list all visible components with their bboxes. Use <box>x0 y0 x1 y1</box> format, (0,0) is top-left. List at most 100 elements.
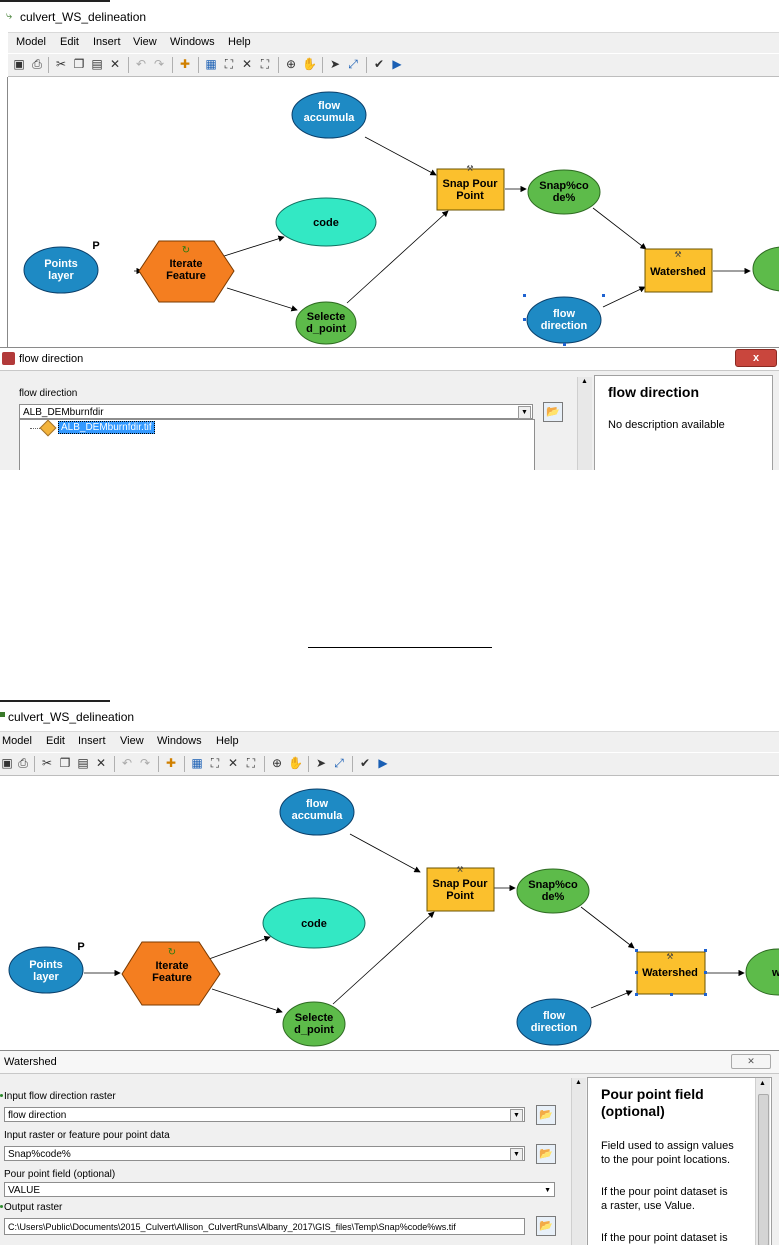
menu-windows[interactable]: Windows <box>157 735 202 747</box>
pan-icon[interactable]: ✋ <box>302 57 317 71</box>
node-selected-point[interactable]: Selecte d_point <box>282 1001 346 1047</box>
browse-folder-button[interactable]: 📂 <box>543 402 563 422</box>
selection-handle[interactable] <box>704 949 707 952</box>
menu-help[interactable]: Help <box>228 36 251 48</box>
redo-icon[interactable]: ↷ <box>153 57 165 71</box>
dropdown-arrow-icon[interactable]: ▼ <box>510 1109 523 1122</box>
node-watershed[interactable]: ⚒ Watershed <box>635 949 707 996</box>
node-snap-code[interactable]: Snap%co de% <box>516 868 590 914</box>
menu-insert[interactable]: Insert <box>93 36 121 48</box>
node-output-partial[interactable]: w <box>745 948 779 996</box>
delete-icon[interactable]: ✕ <box>109 57 121 71</box>
undo-icon[interactable]: ↶ <box>135 57 147 71</box>
scroll-up-arrow-icon[interactable]: ▲ <box>575 1079 582 1086</box>
menu-edit[interactable]: Edit <box>46 735 65 747</box>
cut-icon[interactable]: ✂ <box>41 756 53 770</box>
node-snap-pour-point[interactable]: ⚒ Snap Pour Point <box>426 865 495 912</box>
selection-handle[interactable] <box>670 993 673 996</box>
full-extent-icon[interactable]: ⛶ <box>224 57 234 71</box>
copy-icon[interactable]: ❐ <box>73 57 85 71</box>
save-icon[interactable]: ▣ <box>1 756 13 770</box>
node-code[interactable]: code <box>262 897 366 949</box>
selection-handle[interactable] <box>523 294 526 297</box>
dropdown-list[interactable]: ALB_DEMburnfdir.tif <box>19 419 535 470</box>
auto-layout-icon[interactable]: ▦ <box>205 57 217 71</box>
node-iterate-feature[interactable]: ↻ Iterate Feature <box>138 240 235 303</box>
fixed-zoom-in-icon[interactable]: ✕ <box>227 756 239 770</box>
close-button[interactable]: x <box>735 349 777 367</box>
connect-icon[interactable]: ⤢ <box>348 57 358 71</box>
selection-handle[interactable] <box>563 343 566 346</box>
delete-icon[interactable]: ✕ <box>95 756 107 770</box>
browse-folder-button[interactable]: 📂 <box>536 1105 556 1125</box>
selection-handle[interactable] <box>523 318 526 321</box>
node-output-partial[interactable] <box>752 246 779 292</box>
pan-icon[interactable]: ✋ <box>288 756 303 770</box>
scroll-up-arrow-icon[interactable]: ▲ <box>759 1080 766 1087</box>
menu-windows[interactable]: Windows <box>170 36 215 48</box>
node-flow-accumulation[interactable]: flow accumula <box>279 788 355 836</box>
dropdown-arrow-icon[interactable]: ▼ <box>510 1148 523 1161</box>
add-data-icon[interactable]: ✚ <box>179 57 191 71</box>
selection-handle[interactable] <box>704 993 707 996</box>
menu-help[interactable]: Help <box>216 735 239 747</box>
fixed-zoom-in-icon[interactable]: ✕ <box>241 57 253 71</box>
input-flow-direction-combo[interactable]: flow direction ▼ <box>4 1107 525 1122</box>
menu-model[interactable]: Model <box>16 36 46 48</box>
node-points-layer[interactable]: Points layer P <box>8 941 85 994</box>
pour-point-data-combo[interactable]: Snap%code% ▼ <box>4 1146 525 1161</box>
undo-icon[interactable]: ↶ <box>121 756 133 770</box>
browse-folder-button[interactable]: 📂 <box>536 1144 556 1164</box>
output-raster-field[interactable]: C:\Users\Public\Documents\2015_Culvert\A… <box>4 1218 525 1235</box>
node-flow-direction[interactable]: flow direction <box>516 998 592 1046</box>
copy-icon[interactable]: ❐ <box>59 756 71 770</box>
help-scrollbar[interactable]: ▲ <box>755 1078 770 1245</box>
selection-handle[interactable] <box>635 949 638 952</box>
fixed-zoom-out-icon[interactable]: ⛶ <box>246 756 256 770</box>
model-canvas[interactable]: flow accumula ⚒ Snap Pour Point Snap%co … <box>7 77 779 347</box>
close-button[interactable]: ✕ <box>731 1054 771 1069</box>
node-snap-code[interactable]: Snap%co de% <box>527 169 601 215</box>
node-points-layer[interactable]: Points layer P <box>23 240 100 294</box>
model-canvas[interactable]: flow accumula ⚒ Snap Pour Point Snap%co … <box>0 776 779 1050</box>
list-item-selected[interactable]: ALB_DEMburnfdir.tif <box>58 421 155 434</box>
node-selected-point[interactable]: Selecte d_point <box>295 301 357 345</box>
run-icon[interactable]: ▶ <box>392 57 402 71</box>
browse-folder-button[interactable]: 📂 <box>536 1216 556 1236</box>
zoom-in-icon[interactable]: ⊕ <box>271 756 283 770</box>
auto-layout-icon[interactable]: ▦ <box>191 756 203 770</box>
selection-handle[interactable] <box>635 971 638 974</box>
node-code[interactable]: code <box>275 197 377 247</box>
scroll-up-arrow-icon[interactable]: ▲ <box>581 378 588 385</box>
menu-insert[interactable]: Insert <box>78 735 106 747</box>
run-icon[interactable]: ▶ <box>378 756 388 770</box>
print-icon[interactable]: ⎙ <box>18 756 28 770</box>
menu-view[interactable]: View <box>120 735 144 747</box>
print-icon[interactable]: ⎙ <box>32 57 42 71</box>
selection-handle[interactable] <box>704 971 707 974</box>
select-icon[interactable]: ➤ <box>329 57 341 71</box>
menu-model[interactable]: Model <box>2 735 32 747</box>
full-extent-icon[interactable]: ⛶ <box>210 756 220 770</box>
paste-icon[interactable]: ▤ <box>91 57 103 71</box>
dropdown-arrow-icon[interactable]: ▼ <box>544 1187 551 1194</box>
save-icon[interactable]: ▣ <box>13 57 25 71</box>
dropdown-arrow-icon[interactable]: ▼ <box>518 406 531 419</box>
params-scrollbar[interactable]: ▲ <box>577 377 592 470</box>
zoom-in-icon[interactable]: ⊕ <box>285 57 297 71</box>
validate-icon[interactable]: ✔ <box>359 756 371 770</box>
add-data-icon[interactable]: ✚ <box>165 756 177 770</box>
scroll-thumb[interactable] <box>758 1094 769 1245</box>
connect-icon[interactable]: ⤢ <box>334 756 344 770</box>
node-flow-accumulation[interactable]: flow accumula <box>291 91 367 139</box>
node-snap-pour-point[interactable]: ⚒ Snap Pour Point <box>436 164 505 211</box>
flow-direction-combo[interactable]: ALB_DEMburnfdir ▼ <box>19 404 533 419</box>
selection-handle[interactable] <box>635 993 638 996</box>
validate-icon[interactable]: ✔ <box>373 57 385 71</box>
node-flow-direction[interactable]: flow direction <box>523 294 605 346</box>
fixed-zoom-out-icon[interactable]: ⛶ <box>260 57 270 71</box>
node-watershed[interactable]: ⚒ Watershed <box>644 248 713 293</box>
select-icon[interactable]: ➤ <box>315 756 327 770</box>
node-iterate-feature[interactable]: ↻ Iterate Feature <box>121 941 221 1006</box>
menu-view[interactable]: View <box>133 36 157 48</box>
